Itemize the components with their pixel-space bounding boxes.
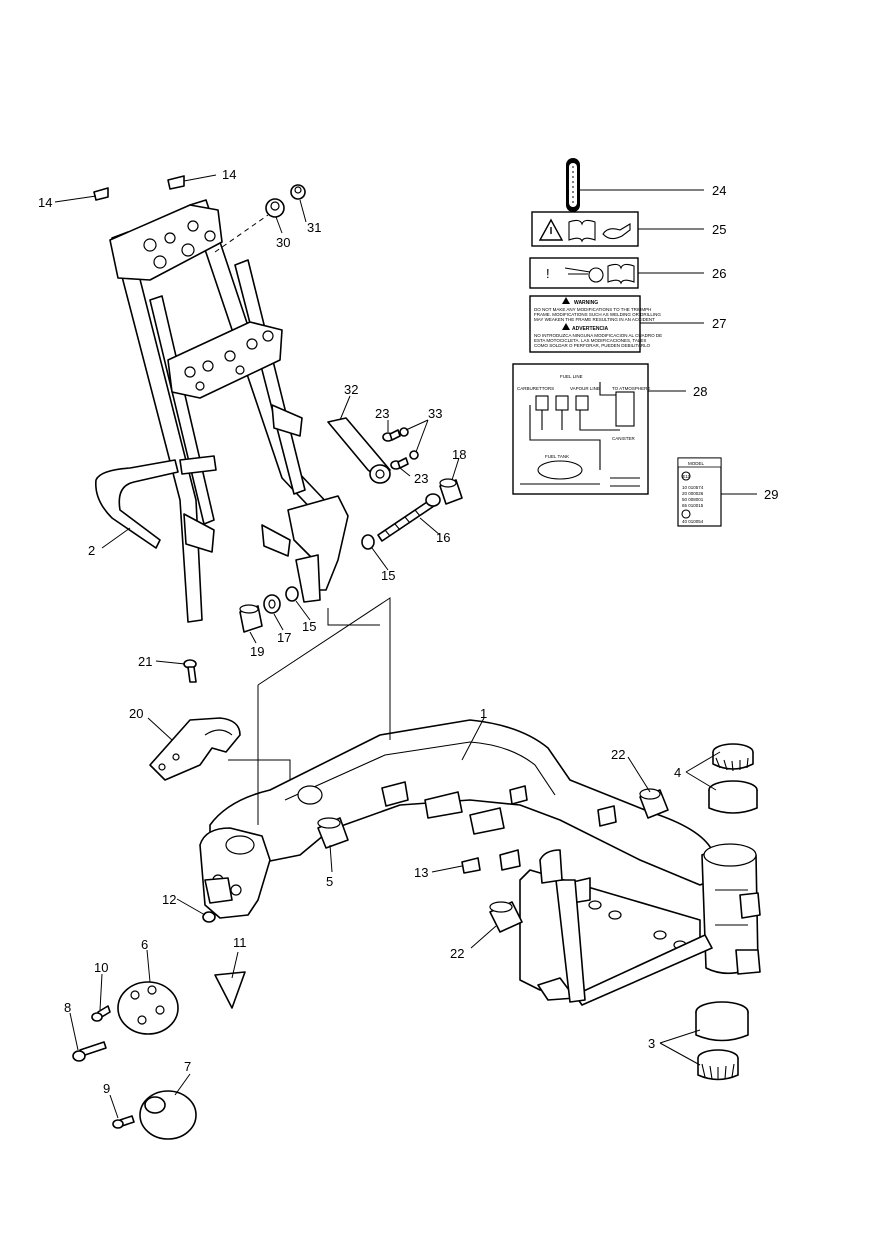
- callout-23-upper: 23: [375, 406, 389, 421]
- callout-23-lower: 23: [414, 471, 428, 486]
- callout-20: 20: [129, 706, 143, 721]
- washer-part-31: [290, 184, 306, 200]
- bush-part-18: [439, 478, 463, 505]
- emission-fuel-line-label: FUEL LINE: [560, 374, 583, 379]
- link-arm-part-32: [327, 417, 391, 484]
- vin-row-1: 10 010574: [682, 485, 704, 490]
- grommet-part-14-left: [93, 187, 109, 201]
- leader-lines: [54, 174, 757, 1119]
- bearing-upper-part-4: [708, 743, 758, 814]
- callout-32: 32: [344, 382, 358, 397]
- callout-24: 24: [712, 183, 726, 198]
- bolt-part-21: [183, 659, 197, 683]
- vin-e11-mark: E11: [683, 474, 691, 479]
- callout-22-lower: 22: [450, 946, 464, 961]
- emission-vapour-line-label: VAPOUR LINE: [570, 386, 600, 391]
- vin-row-2: 20 000026: [682, 491, 704, 496]
- callout-16: 16: [436, 530, 450, 545]
- plug-part-12: [202, 911, 216, 923]
- callout-10: 10: [94, 960, 108, 975]
- callout-12: 12: [162, 892, 176, 907]
- callout-17: 17: [277, 630, 291, 645]
- callout-33: 33: [428, 406, 442, 421]
- callout-3: 3: [648, 1036, 655, 1051]
- callout-25: 25: [712, 222, 726, 237]
- advertencia-text-line-2: ESTA MOTOCICLETA. LAS MODIFICACIONES, TA…: [534, 338, 646, 343]
- nut-part-15-right: [361, 534, 375, 550]
- callout-5: 5: [326, 874, 333, 889]
- bush-part-5: [317, 817, 349, 849]
- warning-title: WARNING: [574, 300, 598, 306]
- cover-plate-part-6: [117, 981, 179, 1035]
- bolt-part-8: [72, 1041, 107, 1062]
- nut-part-15-left: [285, 586, 299, 602]
- vin-plate-header: MODEL: [688, 461, 705, 466]
- screw-part-10: [91, 1005, 111, 1022]
- grommet-part-14-right: [167, 175, 185, 190]
- callout-18: 18: [452, 447, 466, 462]
- callout-7: 7: [184, 1059, 191, 1074]
- cap-part-7: [139, 1090, 197, 1140]
- nut-part-30: [265, 198, 285, 218]
- callout-numbers: 14 14 30 31 24 25 26 27 28 29 32 23 33 2…: [38, 167, 778, 1096]
- vin-row-4: 65 010015: [682, 503, 704, 508]
- callout-21: 21: [138, 654, 152, 669]
- callout-14-left: 14: [38, 195, 52, 210]
- screw-part-9: [112, 1115, 135, 1129]
- callout-1: 1: [480, 706, 487, 721]
- callout-8: 8: [64, 1000, 71, 1015]
- callout-4: 4: [674, 765, 681, 780]
- callout-29: 29: [764, 487, 778, 502]
- emission-fuel-tank-label: FUEL TANK: [545, 454, 569, 459]
- bush-part-19: [239, 604, 263, 633]
- label-part-29-vin-plate: MODEL E11 10 010574 20 000026 50 008001 …: [677, 457, 722, 527]
- rear-subframe-part-2: [95, 199, 349, 623]
- bracket-part-20: [149, 717, 241, 781]
- nut-part-33-lower: [409, 450, 419, 460]
- callout-15-right: 15: [381, 568, 395, 583]
- label-part-28-emission-diagram: FUEL LINE VAPOUR LINE CARBURETTORS TO AT…: [512, 363, 650, 495]
- label-part-27: WARNING DO NOT MAKE ANY MODIFICATIONS TO…: [529, 295, 662, 353]
- advertencia-text-line-3: COMO SOLDAR O PERFORAR, PUEDEN DEBILITAR…: [534, 343, 651, 348]
- vin-row-5: 40 010054: [682, 519, 704, 524]
- advertencia-title: ADVERTENCIA: [572, 326, 609, 332]
- callout-9: 9: [103, 1081, 110, 1096]
- callout-30: 30: [276, 235, 290, 250]
- svg-text:!: !: [546, 266, 550, 281]
- warning-text-line-1: DO NOT MAKE ANY MODIFICATIONS TO THE TRI…: [534, 307, 651, 312]
- bolt-part-23-lower: [390, 457, 409, 470]
- callout-15-left: 15: [302, 619, 316, 634]
- callout-27: 27: [712, 316, 726, 331]
- callout-13: 13: [414, 865, 428, 880]
- callout-6: 6: [141, 937, 148, 952]
- callout-2: 2: [88, 543, 95, 558]
- vin-row-3: 50 008001: [682, 497, 704, 502]
- bolt-part-16: [377, 493, 441, 542]
- main-frame-part-1: [199, 719, 761, 1006]
- bearing-lower-part-3: [695, 1001, 749, 1081]
- callout-14-right: 14: [222, 167, 236, 182]
- callout-11: 11: [233, 935, 247, 950]
- bush-part-22-upper: [639, 788, 669, 819]
- warning-text-line-2: FRAME. MODIFICATIONS SUCH AS WELDING OR …: [534, 312, 661, 317]
- callout-28: 28: [693, 384, 707, 399]
- bush-part-22-lower: [489, 901, 523, 933]
- bolt-part-23-upper: [382, 429, 401, 442]
- label-part-26: !: [529, 257, 639, 289]
- advertencia-text-line-1: NO INTRODUZCA NINGUNA MODIFICACION AL CU…: [534, 333, 662, 338]
- emission-canister-label: CANISTER: [612, 436, 636, 441]
- emission-atmosphere-label: TO ATMOSPHERE: [612, 386, 650, 391]
- warning-text-line-3: MAY WEAKEN THE FRAME RESULTING IN AN ACC…: [534, 317, 655, 322]
- callout-31: 31: [307, 220, 321, 235]
- emission-carburettors-label: CARBURETTORS: [517, 386, 554, 391]
- callout-22-upper: 22: [611, 747, 625, 762]
- callout-26: 26: [712, 266, 726, 281]
- cover-part-11: [214, 971, 246, 1009]
- clip-part-13: [461, 857, 481, 874]
- callout-19: 19: [250, 644, 264, 659]
- label-part-24: [566, 158, 580, 212]
- label-part-25: [531, 211, 639, 247]
